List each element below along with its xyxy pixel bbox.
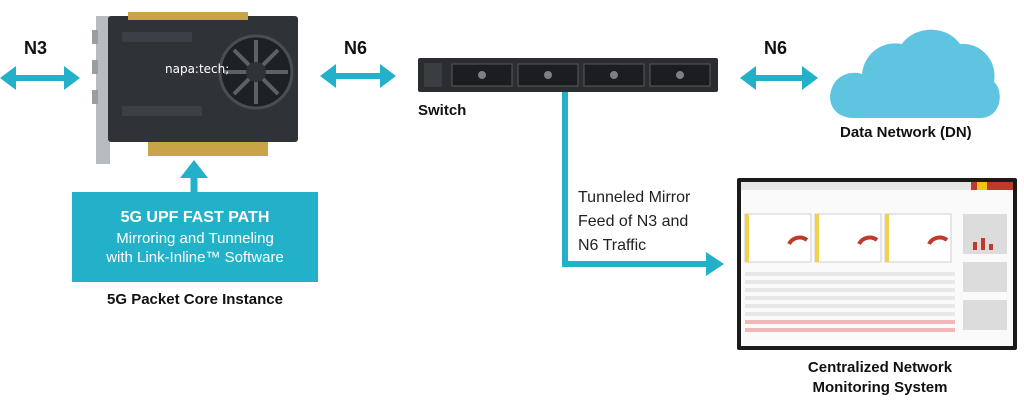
- monitoring-line1: Centralized Network: [807, 359, 953, 376]
- upf-box-line1: Mirroring and Tunneling: [116, 230, 274, 247]
- n3-label: N3: [24, 38, 48, 58]
- n6-left-label: N6: [344, 38, 368, 58]
- packet-core-label: 5G Packet Core Instance: [107, 291, 283, 308]
- n6-left-double-arrow-icon: [320, 64, 396, 88]
- monitoring-system-label: Centralized Network Monitoring System: [760, 358, 1000, 398]
- data-network-label: Data Network (DN): [840, 124, 972, 141]
- n6-right-label: N6: [764, 38, 788, 58]
- mirror-feed-path: [562, 88, 724, 276]
- mirror-feed-line2: Feed of N3 and: [578, 213, 689, 230]
- dashboard-thumbnail: [741, 182, 1013, 332]
- mirror-feed-line1: Tunneled Mirror: [578, 189, 691, 206]
- network-card-icon: [92, 12, 298, 164]
- monitoring-line2: Monitoring System: [812, 379, 948, 396]
- card-brand-logo: napa:tech;: [165, 62, 230, 76]
- server-switch-icon: [418, 58, 718, 92]
- monitor-icon: [737, 178, 1017, 350]
- mirror-feed-line3: N6 Traffic: [578, 237, 647, 254]
- cloud-icon: [830, 29, 1000, 119]
- n6-right-double-arrow-icon: [740, 66, 818, 90]
- upf-box-line2: with Link-Inline™ Software: [106, 249, 284, 266]
- switch-label: Switch: [418, 102, 467, 119]
- upf-up-arrow-icon: [180, 160, 208, 192]
- upf-box-title: 5G UPF FAST PATH: [120, 209, 270, 226]
- monitor-screen: [741, 182, 1013, 346]
- n3-double-arrow-icon: [0, 66, 80, 90]
- mirror-feed-text: Tunneled Mirror Feed of N3 and N6 Traffi…: [578, 186, 690, 258]
- upf-fast-path-box: 5G UPF FAST PATH Mirroring and Tunneling…: [72, 192, 318, 282]
